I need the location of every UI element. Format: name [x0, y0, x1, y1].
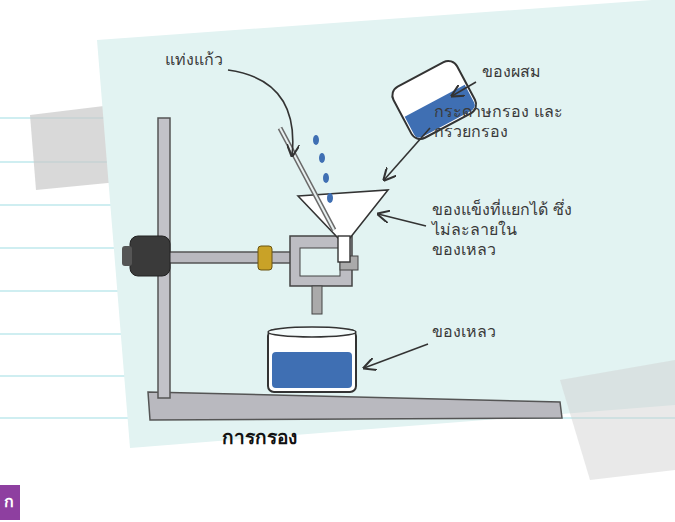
part-label: ของผสม: [482, 62, 592, 82]
part-label: ของแข็งที่แยกได้ ซึ่งไม่ละลายใน ของเหลว: [432, 200, 582, 260]
caption: การกรอง: [222, 422, 297, 452]
section-tab: ก: [0, 485, 20, 520]
part-label: ของเหลว: [432, 322, 542, 342]
part-label: กระดาษกรอง และกรวยกรอง: [434, 102, 564, 142]
part-label: แท่งแก้ว: [165, 50, 275, 70]
